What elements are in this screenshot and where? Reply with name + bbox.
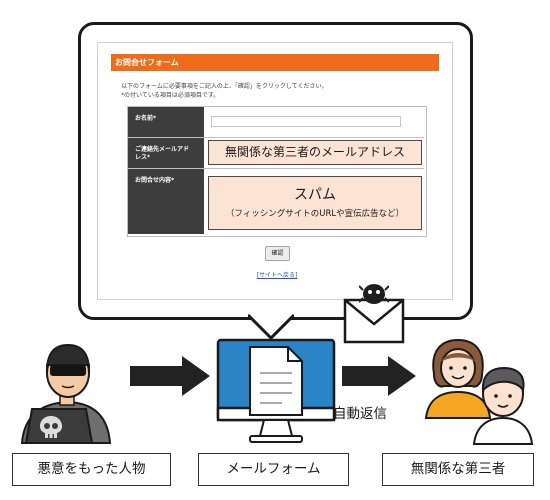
form-header: お問合せフォーム	[111, 54, 439, 71]
email-label-line-2: レス*	[135, 154, 151, 161]
email-label-line-1: ご連絡先メールアド	[135, 146, 190, 153]
name-label: お名前*	[128, 107, 204, 137]
back-to-site-link[interactable]: [サイトへ戻る]	[256, 272, 298, 279]
email-label: ご連絡先メールアド レス*	[128, 138, 204, 168]
email-field[interactable]: 無関係な第三者のメールアドレス	[208, 140, 422, 165]
spam-bug-icon	[359, 284, 389, 304]
row-divider	[128, 168, 424, 169]
inquiry-field[interactable]	[208, 176, 422, 230]
spam-title: スパム	[294, 187, 336, 203]
mailform-label: メールフォーム	[198, 453, 349, 486]
confirm-button[interactable]: 確認	[265, 246, 290, 261]
spam-subtitle: （フィッシングサイトのURLや宣伝広告など）	[225, 209, 405, 219]
auto-reply-label: 自動返信	[333, 406, 387, 422]
actor-label: 悪意をもった人物	[12, 453, 171, 486]
document-icon	[249, 346, 303, 416]
envelope-icon	[343, 298, 405, 344]
row-divider	[128, 137, 424, 138]
victim-label: 無関係な第三者	[382, 453, 534, 486]
speech-bubble-tail	[248, 314, 294, 340]
person-woman-icon	[424, 338, 492, 419]
intro-line-2: *の付いている項目は必須項目です。	[121, 92, 220, 99]
arrow-right-icon	[130, 356, 210, 396]
arrow-right-icon	[342, 356, 416, 396]
skull-icon	[40, 416, 62, 438]
inquiry-label: お問合せ内容*	[128, 169, 204, 234]
intro-line-1: 以下のフォームに必要事項をご記入の上、「確認」をクリックしてください。	[121, 83, 328, 90]
form-intro: 以下のフォームに必要事項をご記入の上、「確認」をクリックしてください。 *の付い…	[121, 82, 327, 100]
hacker-icon	[20, 343, 112, 444]
person-boy-icon	[472, 366, 534, 445]
name-input[interactable]	[211, 116, 401, 127]
